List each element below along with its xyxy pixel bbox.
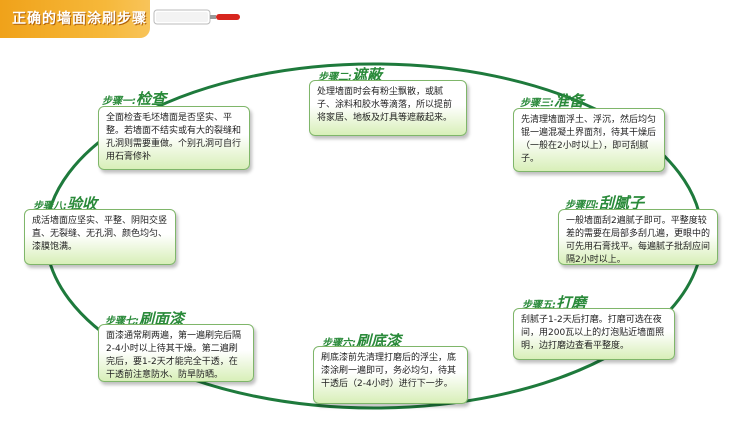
step-2-card: 处理墙面时会有粉尘飘散，或腻子、涂料和胶水等滴落，所以提前将家居、地板及灯具等遮… [309,80,467,136]
step-6-card: 刷底漆前先清理打磨后的浮尘，底漆涂刷一遍即可，务必均匀，待其干透后（2-4小时）… [313,346,468,404]
step-5-heading: 步骤五:打磨 [522,294,587,312]
step-7-heading: 步骤七:刷面漆 [105,310,185,328]
step-5-card: 刮腻子1-2天后打磨。打磨可选在夜间，用200瓦以上的灯泡贴近墙面照明，边打磨边… [513,308,675,360]
step-5-text: 刮腻子1-2天后打磨。打磨可选在夜间，用200瓦以上的灯泡贴近墙面照明，边打磨边… [521,315,665,351]
step-1-card: 全面检查毛坯墙面是否坚实、平整。若墙面不结实或有大的裂缝和孔洞则需要重做。个别孔… [98,106,250,170]
step-7-card: 面漆通常刷两遍，第一遍刷完后隔2-4小时以上待其干燥。第二遍刷完后，要1-2天才… [98,324,254,382]
step-3-heading: 步骤三:准备 [520,92,585,110]
paint-roller-icon [153,9,240,25]
title-banner: 正确的墙面涂刷步骤 [0,0,150,38]
step-1-text: 全面检查毛坯墙面是否坚实、平整。若墙面不结实或有大的裂缝和孔洞则需要重做。个别孔… [106,113,242,162]
step-3-card: 先清理墙面浮土、浮沉，然后均匀锟一遍混凝土界面剂，待其干燥后（一般在2小时以上）… [513,108,665,172]
step-4-text: 一般墙面刮2遍腻子即可。平整度较差的需要在局部多刮几遍，更眼中的可先用石膏找平。… [566,216,711,265]
step-8-text: 成活墙面应坚实、平整、阴阳交竖直、无裂缝、无孔洞、颜色均匀、漆膜饱满。 [32,216,168,252]
step-2-heading: 步骤二:遮蔽 [318,66,383,84]
step-3-text: 先清理墙面浮土、浮沉，然后均匀锟一遍混凝土界面剂，待其干燥后（一般在2小时以上）… [521,115,657,164]
step-8-card: 成活墙面应坚实、平整、阴阳交竖直、无裂缝、无孔洞、颜色均匀、漆膜饱满。 [24,209,176,265]
step-8-heading: 步骤八:验收 [33,195,98,213]
step-7-text: 面漆通常刷两遍，第一遍刷完后隔2-4小时以上待其干燥。第二遍刷完后，要1-2天才… [106,331,242,380]
step-4-heading: 步骤四:刮腻子 [565,194,645,212]
step-6-heading: 步骤六:刷底漆 [322,332,402,350]
step-6-text: 刷底漆前先清理打磨后的浮尘，底漆涂刷一遍即可，务必均匀，待其干透后（2-4小时）… [321,353,457,389]
step-1-heading: 步骤一:检查 [102,90,167,108]
step-4-card: 一般墙面刮2遍腻子即可。平整度较差的需要在局部多刮几遍，更眼中的可先用石膏找平。… [558,209,718,265]
step-2-text: 处理墙面时会有粉尘飘散，或腻子、涂料和胶水等滴落，所以提前将家居、地板及灯具等遮… [317,87,453,123]
page-title: 正确的墙面涂刷步骤 [12,11,147,27]
